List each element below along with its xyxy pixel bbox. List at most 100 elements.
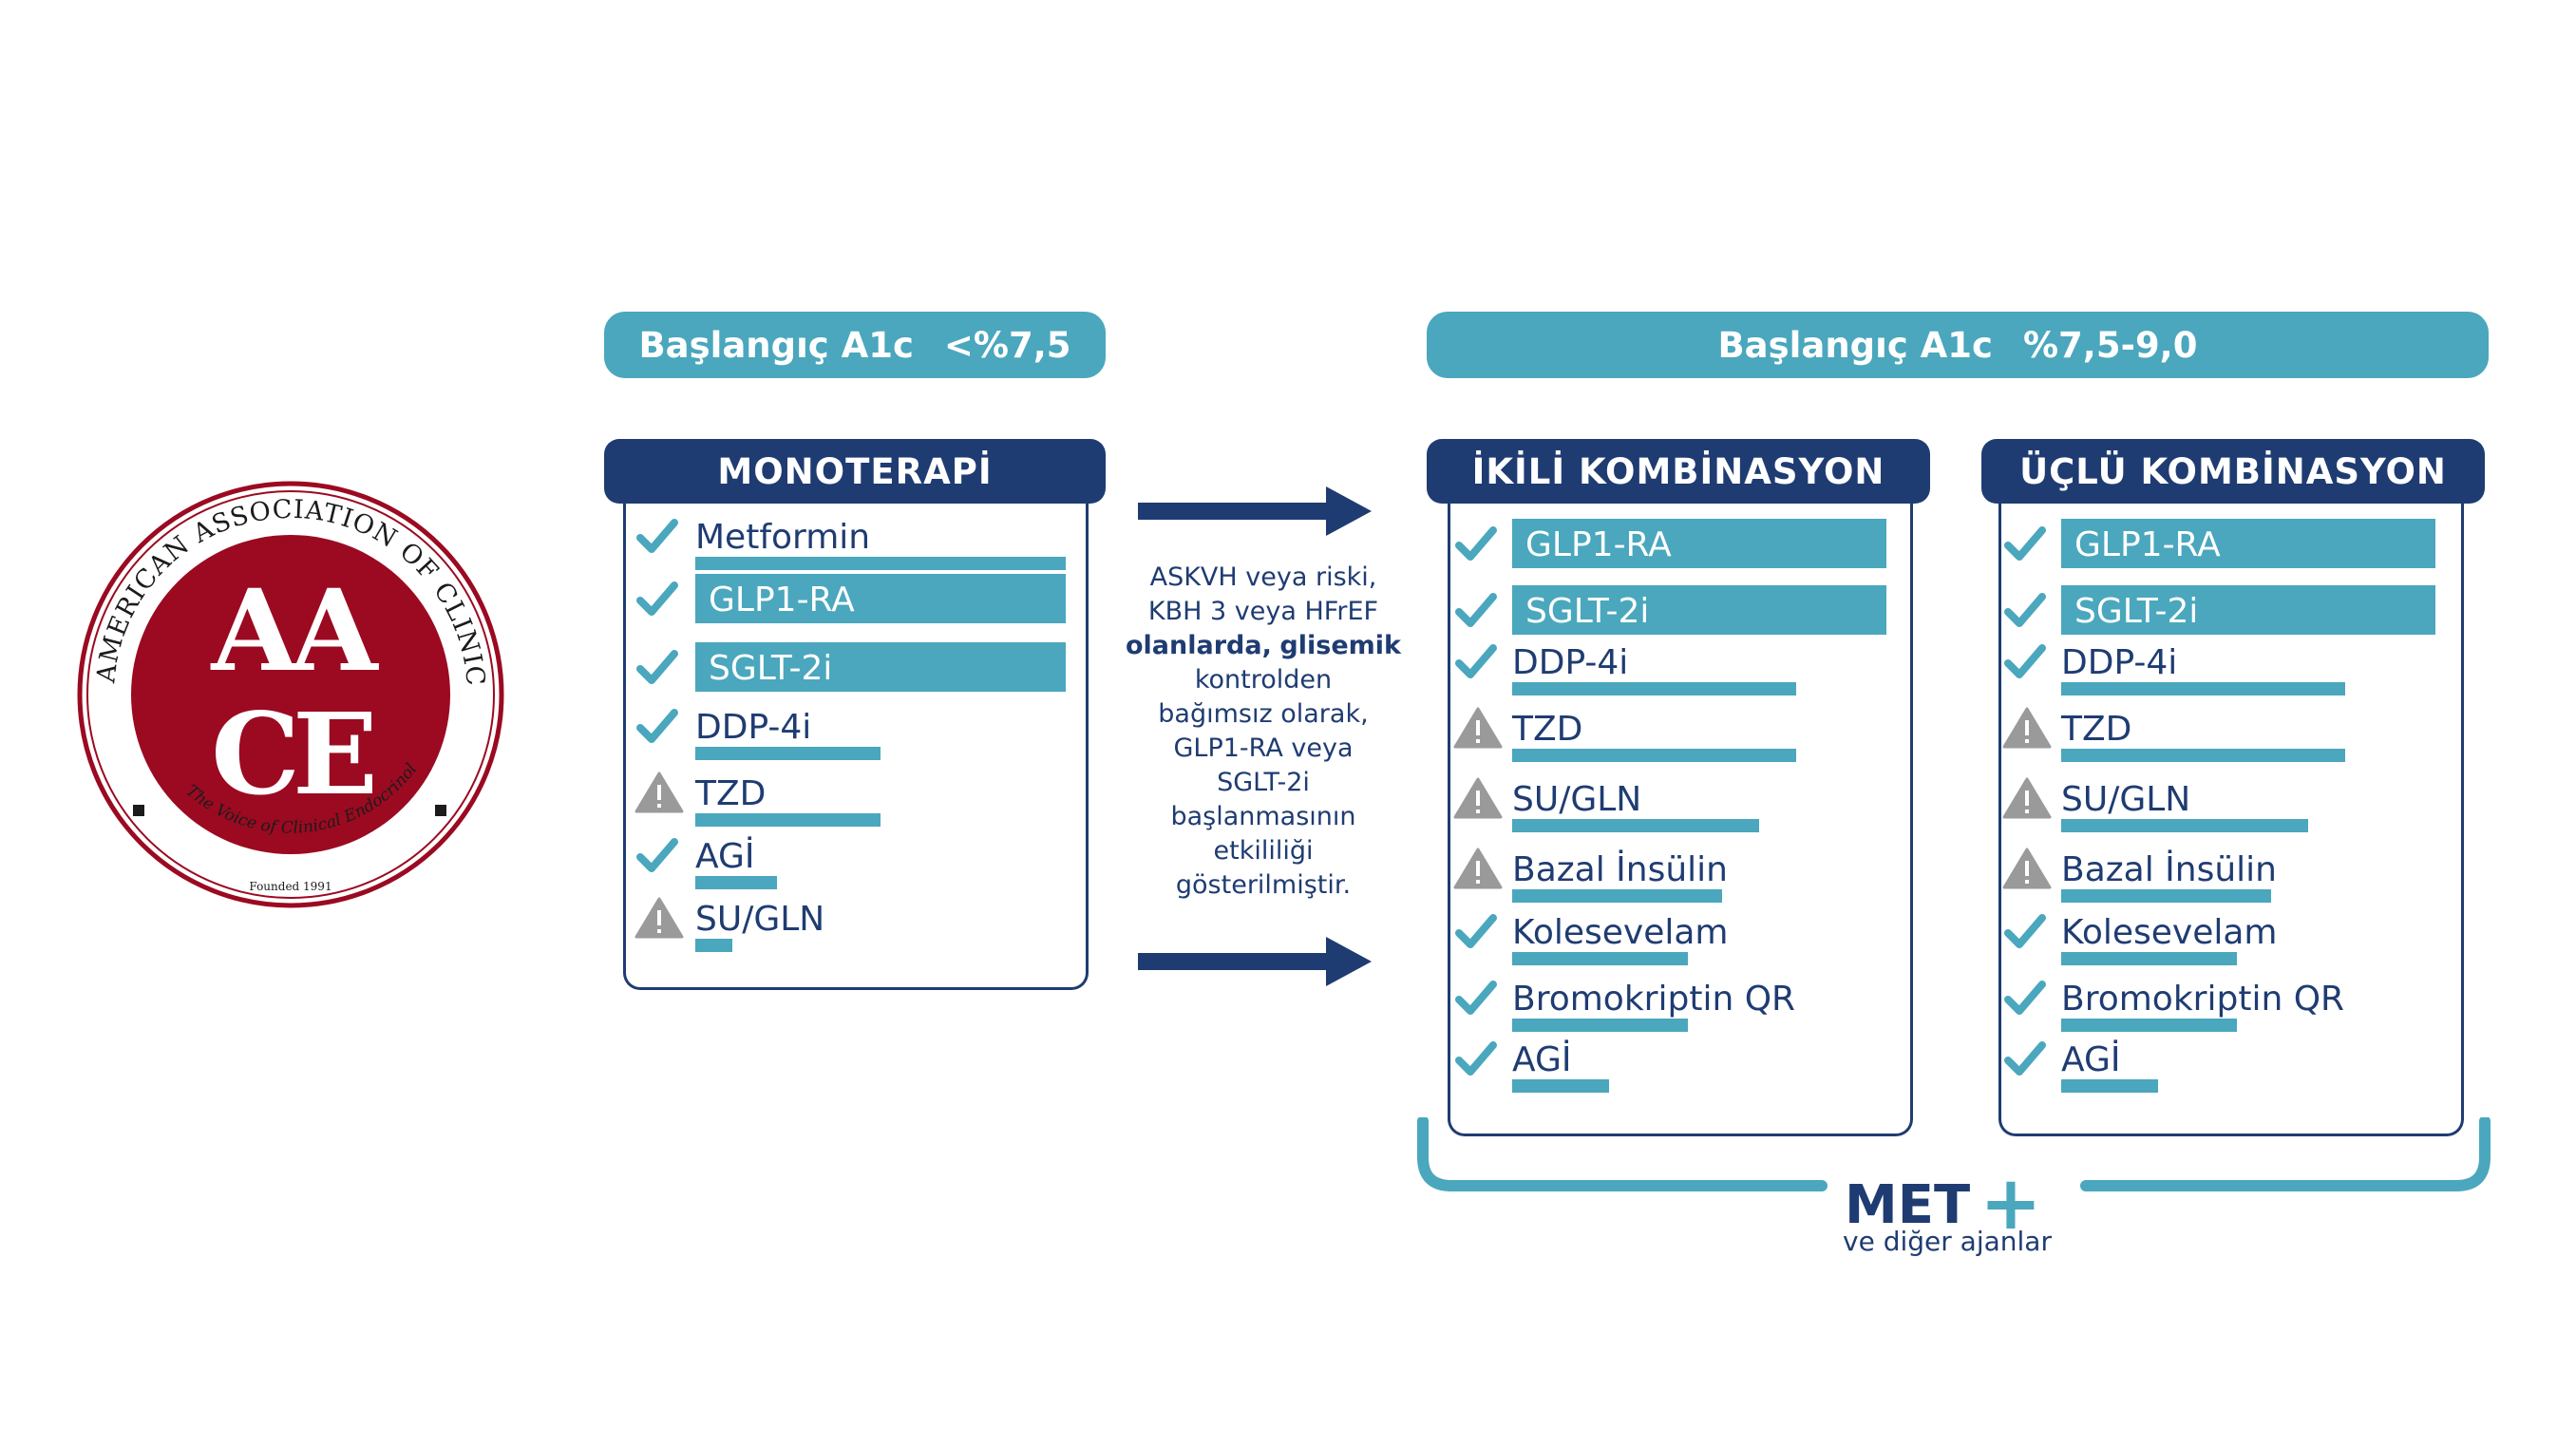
item-label: SU/GLN (695, 900, 825, 939)
warning-icon (1453, 846, 1503, 891)
header-left-label: Başlangıç A1c (638, 324, 914, 366)
level-bar (2061, 682, 2345, 695)
arrow-bottom-icon (1138, 937, 1372, 986)
middle-line-3-bold2: glisemik (1279, 631, 1401, 660)
level-bar (2061, 519, 2435, 568)
level-bar (1512, 889, 1722, 903)
panel-triple-title: ÜÇLÜ KOMBİNASYON (1981, 439, 2485, 504)
check-icon (635, 576, 680, 621)
middle-line-2: KBH 3 veya HFrEF (1147, 597, 1379, 626)
level-bar (695, 557, 1066, 570)
logo-square-right (435, 805, 446, 816)
panel-dual-title: İKİLİ KOMBİNASYON (1427, 439, 1930, 504)
level-bar (1512, 682, 1796, 695)
met-subtitle: ve diğer ajanlar (1843, 1226, 2052, 1257)
check-icon (2002, 908, 2048, 954)
level-bar (695, 642, 1066, 692)
warning-icon (1453, 775, 1503, 821)
item-label: Metformin (695, 518, 871, 557)
middle-line-10: gösterilmiştir. (1175, 870, 1352, 900)
item-label: SU/GLN (1512, 780, 1642, 819)
item-label: DDP-4i (695, 708, 812, 747)
header-right: Başlangıç A1c %7,5-9,0 (1427, 312, 2489, 378)
check-icon (2002, 638, 2048, 684)
item-label: SGLT-2i (2074, 592, 2199, 631)
level-bar (695, 747, 881, 760)
middle-note: ASKVH veya riski, KBH 3 veya HFrEF olanl… (1111, 561, 1415, 903)
logo-letters-top: AA (210, 564, 379, 696)
warning-icon (635, 770, 684, 815)
level-bar (1512, 1019, 1688, 1032)
middle-line-9: etkililiği (1213, 836, 1314, 866)
level-bar (1512, 952, 1688, 965)
level-bar (1512, 749, 1796, 762)
item-label: SU/GLN (2061, 780, 2191, 819)
middle-line-3-bold: olanlarda, (1125, 631, 1272, 660)
check-icon (635, 703, 680, 749)
aace-logo: AMERICAN ASSOCIATION OF CLINICAL ENDOCRI… (76, 480, 504, 908)
met-label: MET+ (1845, 1161, 2042, 1241)
header-right-label: Başlangıç A1c (1717, 324, 1993, 366)
check-icon (635, 644, 680, 690)
level-bar (695, 574, 1066, 623)
item-label: AGİ (2061, 1040, 2121, 1079)
level-bar (1512, 819, 1759, 832)
check-icon (635, 513, 680, 559)
level-bar (695, 876, 777, 889)
item-label: SGLT-2i (1525, 592, 1650, 631)
warning-icon (2002, 775, 2052, 821)
item-label: AGİ (1512, 1040, 1572, 1079)
logo-letters-bottom: CE (211, 688, 372, 820)
arrow-top-icon (1138, 486, 1372, 536)
check-icon (1453, 908, 1499, 954)
check-icon (1453, 638, 1499, 684)
check-icon (1453, 587, 1499, 633)
check-icon (1453, 1036, 1499, 1081)
item-label: AGİ (695, 837, 755, 876)
level-bar (2061, 889, 2271, 903)
check-icon (1453, 975, 1499, 1020)
middle-line-6: GLP1-RA veya (1173, 734, 1354, 763)
item-label: GLP1-RA (709, 581, 855, 619)
plus-icon: + (1979, 1161, 2042, 1247)
level-bar (2061, 1079, 2158, 1093)
middle-line-3: olanlarda, glisemik (1111, 629, 1415, 663)
level-bar (1512, 519, 1886, 568)
level-bar (695, 939, 732, 952)
header-left: Başlangıç A1c <%7,5 (604, 312, 1106, 378)
middle-line-7: SGLT-2i (1217, 768, 1310, 797)
level-bar (2061, 585, 2435, 635)
item-label: TZD (1512, 710, 1583, 749)
warning-icon (1453, 705, 1503, 751)
level-bar (2061, 1019, 2237, 1032)
item-label: TZD (695, 774, 767, 813)
item-label: Bazal İnsülin (2061, 850, 2277, 889)
middle-line-1: ASKVH veya riski, (1149, 562, 1377, 592)
met-bracket (1417, 1117, 2491, 1191)
level-bar (695, 813, 881, 827)
item-label: GLP1-RA (1525, 525, 1672, 564)
item-label: Bazal İnsülin (1512, 850, 1728, 889)
middle-line-5: bağımsız olarak, (1158, 699, 1369, 729)
warning-icon (2002, 705, 2052, 751)
check-icon (2002, 587, 2048, 633)
warning-icon (2002, 846, 2052, 891)
check-icon (2002, 521, 2048, 566)
check-icon (2002, 975, 2048, 1020)
middle-line-8: başlanmasının (1170, 802, 1356, 831)
item-label: Bromokriptin QR (2061, 980, 2345, 1019)
item-label: Kolesevelam (1512, 913, 1729, 952)
warning-icon (635, 895, 684, 941)
level-bar (2061, 749, 2345, 762)
header-right-value: %7,5-9,0 (2022, 324, 2198, 366)
item-label: GLP1-RA (2074, 525, 2221, 564)
logo-square-left (133, 805, 144, 816)
item-label: DDP-4i (2061, 643, 2178, 682)
item-label: SGLT-2i (709, 649, 833, 688)
header-left-value: <%7,5 (943, 324, 1071, 366)
logo-founded: Founded 1991 (249, 880, 331, 893)
level-bar (2061, 819, 2308, 832)
item-label: TZD (2061, 710, 2132, 749)
check-icon (635, 832, 680, 878)
level-bar (1512, 585, 1886, 635)
